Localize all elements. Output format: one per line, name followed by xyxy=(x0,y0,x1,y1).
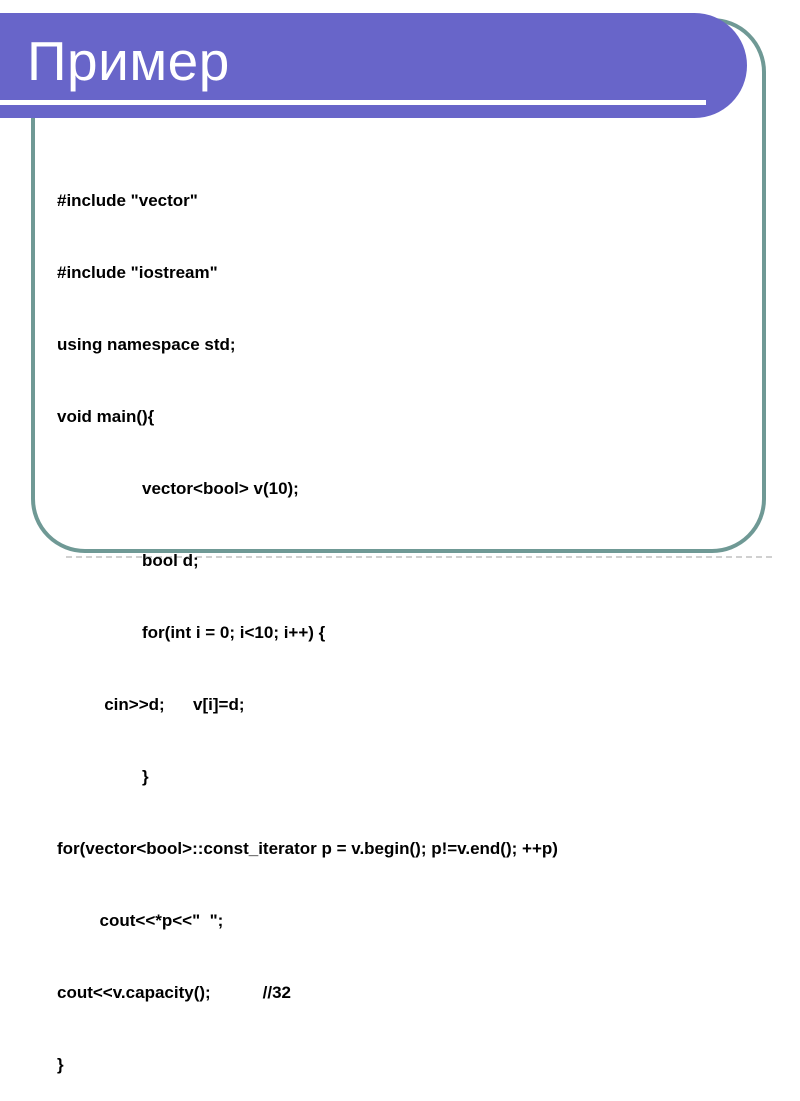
slide: { "slide": { "title": "Пример", "colors"… xyxy=(0,13,772,1074)
code-line: cout<<*p<<" "; xyxy=(57,911,224,930)
code-line: cout<<v.capacity(); //32 xyxy=(57,983,291,1002)
code-line: for(vector<bool>::const_iterator p = v.b… xyxy=(57,839,558,858)
code-line: bool d; xyxy=(57,551,199,570)
code-line: cin>>d; v[i]=d; xyxy=(57,695,245,714)
code-line: using namespace std; xyxy=(57,335,236,354)
page-title: Пример xyxy=(27,30,230,92)
code-line: #include "iostream" xyxy=(57,263,218,282)
code-block: #include "vector" #include "iostream" us… xyxy=(57,141,558,1101)
code-line: #include "vector" xyxy=(57,191,198,210)
code-line: } xyxy=(57,1055,64,1074)
code-line: void main(){ xyxy=(57,407,155,426)
title-underline xyxy=(0,100,706,105)
code-line: vector<bool> v(10); xyxy=(57,479,299,498)
frame-shadow xyxy=(66,556,772,558)
code-line: for(int i = 0; i<10; i++) { xyxy=(57,623,326,642)
code-line: } xyxy=(57,767,149,786)
